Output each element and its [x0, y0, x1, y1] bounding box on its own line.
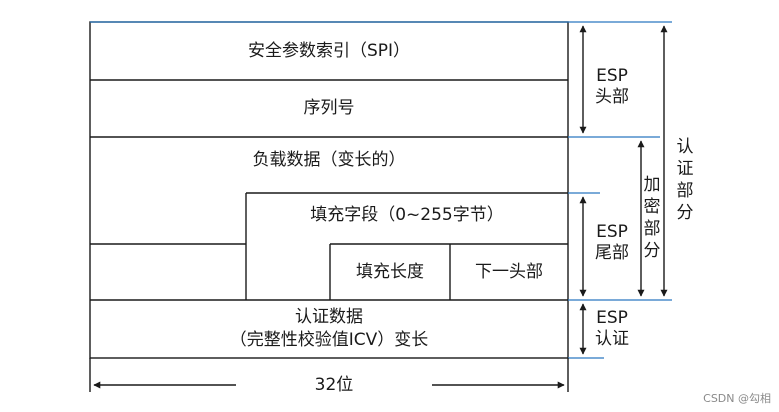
encrypted-char: 分 — [643, 241, 661, 261]
authenticated-part-label: 认 证 部 分 — [674, 136, 696, 224]
esp-auth-label-line2: 认证 — [595, 329, 629, 349]
esp-auth-label-line1: ESP — [596, 308, 628, 328]
esp-trailer-label-line2: 尾部 — [595, 243, 629, 263]
authenticated-char: 认 — [676, 137, 694, 157]
pad-length-field: 填充长度 — [356, 261, 424, 282]
accent-lines — [90, 21, 672, 359]
payload-data-field: 负载数据（变长的） — [252, 149, 406, 170]
auth-data-field: 认证数据 （完整性校验值ICV）变长 — [90, 300, 568, 358]
encrypted-part-label: 加 密 部 分 — [641, 174, 663, 262]
esp-header-label: ESP 头部 — [588, 66, 636, 108]
authenticated-char: 部 — [676, 181, 694, 201]
esp-trailer-label-line1: ESP — [596, 222, 628, 242]
auth-data-line1: 认证数据 — [295, 307, 363, 327]
next-header-field: 下一头部 — [475, 261, 543, 282]
width-dimension — [89, 358, 569, 392]
span-arrows — [579, 25, 668, 355]
encrypted-char: 密 — [643, 197, 661, 217]
encrypted-char: 部 — [643, 219, 661, 239]
auth-data-line2: （完整性校验值ICV）变长 — [229, 330, 429, 350]
sequence-number-field: 序列号 — [303, 98, 355, 118]
esp-auth-label: ESP 认证 — [588, 308, 636, 350]
spi-field: 安全参数索引（SPI） — [247, 40, 411, 61]
authenticated-char: 分 — [676, 203, 694, 223]
encrypted-char: 加 — [643, 175, 661, 195]
padding-field: 填充字段（0~255字节） — [310, 205, 504, 225]
esp-trailer-label: ESP 尾部 — [588, 222, 636, 264]
authenticated-char: 证 — [676, 159, 694, 179]
esp-header-label-line1: ESP — [596, 66, 628, 86]
watermark: CSDN @勾相 — [703, 392, 771, 405]
width-label: 32位 — [314, 374, 354, 395]
esp-header-label-line2: 头部 — [595, 87, 629, 107]
